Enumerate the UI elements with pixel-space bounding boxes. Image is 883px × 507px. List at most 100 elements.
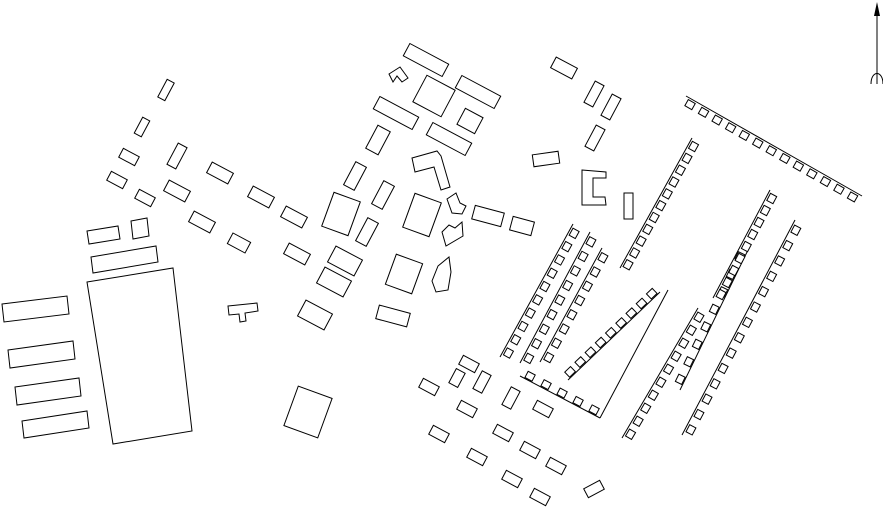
building [118, 147, 140, 167]
house [628, 247, 641, 259]
building [584, 124, 606, 152]
house [640, 402, 652, 415]
house [546, 308, 558, 321]
building [7, 340, 76, 369]
house [517, 320, 529, 333]
building [583, 479, 605, 499]
house [553, 254, 566, 266]
building [134, 188, 156, 208]
house [684, 98, 696, 111]
house [546, 267, 558, 280]
south-buildings [418, 354, 605, 507]
building [448, 367, 466, 389]
house [751, 137, 764, 149]
house [691, 338, 703, 351]
building [454, 74, 502, 110]
building [472, 370, 492, 394]
house [778, 152, 791, 165]
building [246, 185, 276, 209]
house [753, 216, 765, 229]
building [227, 302, 259, 323]
building [532, 399, 554, 419]
building [428, 424, 450, 444]
house [662, 363, 675, 376]
building [623, 192, 634, 220]
building [466, 447, 488, 467]
house [642, 223, 654, 236]
house [615, 316, 628, 329]
house [635, 297, 648, 310]
house [685, 423, 697, 436]
building [549, 56, 579, 80]
road-line [599, 289, 669, 419]
house [709, 377, 721, 390]
house [543, 351, 555, 364]
building [157, 78, 175, 102]
house [524, 307, 537, 320]
building [283, 385, 333, 439]
house [572, 395, 584, 408]
house [540, 379, 552, 391]
building [133, 116, 151, 138]
building [370, 180, 396, 210]
north-buildings [531, 56, 634, 220]
house [711, 114, 724, 126]
building [166, 142, 188, 170]
house [554, 294, 566, 306]
house [655, 376, 667, 389]
road-line [712, 189, 771, 299]
building [456, 399, 478, 419]
building [365, 124, 391, 156]
house [674, 164, 687, 177]
house [683, 356, 695, 368]
house [674, 373, 686, 386]
building [315, 266, 353, 298]
house [594, 336, 607, 349]
central-buildings [283, 42, 536, 439]
building [425, 121, 473, 157]
north-arrow-icon [870, 2, 883, 85]
building [106, 170, 128, 190]
house [550, 337, 563, 350]
house [589, 266, 601, 278]
house [568, 227, 580, 240]
house [530, 337, 543, 350]
building [411, 150, 451, 191]
house [531, 293, 544, 306]
house [588, 404, 600, 416]
road-line [539, 247, 603, 363]
building [458, 354, 480, 374]
building [402, 192, 442, 238]
building [529, 487, 551, 507]
northwest-buildings [106, 78, 312, 323]
building [86, 225, 121, 245]
house [846, 191, 859, 203]
house [635, 235, 647, 248]
building [545, 456, 567, 476]
house [604, 326, 617, 339]
house [741, 316, 754, 329]
house [701, 393, 713, 405]
building [296, 299, 334, 331]
house [648, 211, 660, 224]
house [734, 252, 746, 265]
building [372, 95, 420, 131]
house [624, 428, 637, 441]
house [647, 389, 660, 402]
building [583, 80, 605, 108]
building [501, 469, 523, 489]
building [431, 256, 452, 293]
house [774, 255, 786, 267]
building [1, 295, 70, 323]
house [715, 288, 727, 301]
building [130, 217, 150, 240]
building [531, 150, 561, 168]
building [384, 253, 424, 295]
building [508, 215, 536, 237]
building [21, 410, 90, 439]
house [622, 258, 634, 271]
house [805, 168, 818, 180]
house [645, 287, 658, 300]
house [749, 301, 762, 313]
